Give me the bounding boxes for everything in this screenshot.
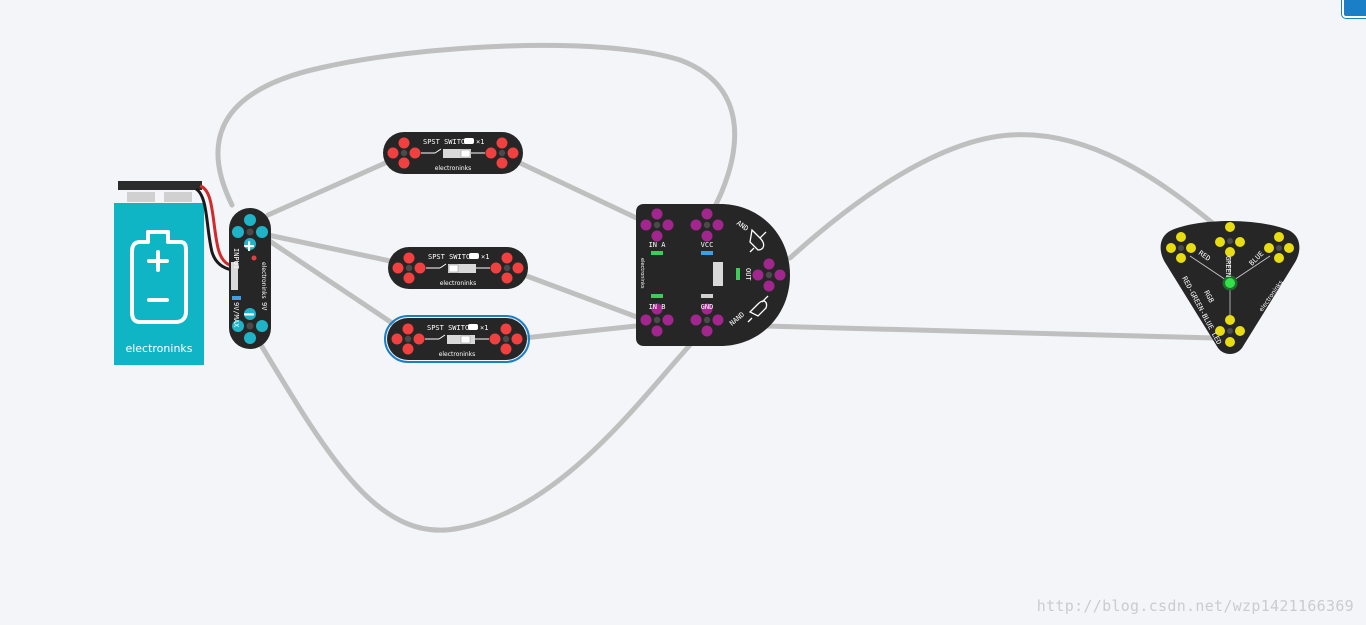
switch-1-count: ×1 — [476, 138, 484, 146]
wire-battery-to-switch-3[interactable] — [265, 237, 398, 328]
gate-indicator-gnd — [701, 294, 713, 298]
battery-module-indicator — [232, 296, 241, 300]
switch-2-toggle-icon — [469, 253, 479, 259]
logic-gate-module[interactable]: IN A VCC IN B GND OUT AND NAND electroni… — [636, 204, 790, 346]
gate-vcc-contacts[interactable] — [690, 208, 724, 242]
battery-module-minus-label: − — [244, 304, 255, 325]
gate-out-contacts[interactable] — [752, 258, 786, 292]
switch-2-toggle[interactable] — [448, 264, 476, 273]
switch-module-3[interactable]: SPST SWITCH ×1 electroninks — [384, 315, 530, 363]
battery-wire-red — [199, 184, 233, 268]
wire-battery-to-switch-2[interactable] — [265, 232, 398, 265]
battery-wire-black — [195, 187, 233, 272]
switch-module-1[interactable]: SPST SWITCH ×1 electroninks — [383, 132, 523, 174]
switch-1-right-contacts[interactable] — [485, 137, 519, 169]
switch-1-toggle[interactable] — [443, 149, 471, 158]
switch-3-right-contacts[interactable] — [489, 323, 523, 355]
battery-brand: electroninks — [125, 342, 192, 355]
led-blue-contacts[interactable] — [1264, 232, 1294, 263]
battery-module-minus-contacts[interactable] — [232, 308, 268, 344]
battery-icon — [130, 230, 188, 324]
switch-3-selection-outline — [384, 315, 530, 363]
and-gate-icon — [749, 228, 767, 253]
gate-in-b-label: IN B — [649, 303, 666, 311]
wire-switch-3-to-gate[interactable] — [521, 322, 648, 341]
battery-module-plus-label: + — [244, 236, 255, 257]
led-green-label: GREEN — [1224, 256, 1232, 277]
led-common-contacts[interactable] — [1215, 315, 1245, 347]
gate-in-b-contacts[interactable] — [640, 303, 674, 337]
led-green-contacts[interactable] — [1215, 222, 1245, 257]
battery-module-brand: electroninks — [260, 262, 267, 299]
gate-in-a-contacts[interactable] — [640, 208, 674, 242]
wires — [215, 42, 1218, 533]
battery-module-led-dot — [251, 255, 257, 261]
battery-module[interactable]: + − INPUT 9V/MAX electroninks 9V — [229, 208, 271, 349]
battery-terminal-right — [164, 192, 192, 202]
battery-module-plus-contacts[interactable] — [232, 214, 268, 250]
switch-3-toggle-icon — [468, 324, 478, 330]
wire-battery-to-gate-vcc-loop[interactable] — [215, 42, 738, 215]
nand-gate-icon — [747, 295, 769, 323]
gate-brand: electroninks — [639, 258, 645, 289]
gate-vcc-label: VCC — [701, 241, 714, 249]
gate-gnd-label: GND — [701, 303, 714, 311]
switch-3-left-contacts[interactable] — [391, 323, 425, 355]
gate-indicator-vcc — [701, 251, 713, 255]
rgb-led-module[interactable]: RED GREEN BLUE RED-GREEN-BLUE LED RGB el… — [1160, 221, 1300, 354]
battery-body — [114, 203, 204, 365]
battery-cap — [118, 181, 202, 190]
wire-switch-2-to-gate[interactable] — [521, 272, 648, 323]
switch-2-brand: electroninks — [440, 280, 477, 287]
wire-gate-to-led-top[interactable] — [787, 132, 1218, 261]
gate-in-a-label: IN A — [649, 241, 667, 249]
switch-1-label: SPST SWITCH — [423, 138, 469, 146]
battery-module-side-top: INPUT — [232, 248, 240, 270]
battery-module-switch[interactable] — [231, 262, 238, 290]
switch-module-2[interactable]: SPST SWITCH ×1 electroninks — [388, 247, 528, 289]
wire-switch-1-to-gate[interactable] — [517, 160, 648, 225]
switch-1-brand: electroninks — [435, 165, 472, 172]
wire-battery-to-switch-1[interactable] — [265, 157, 395, 218]
gate-out-label: OUT — [744, 268, 752, 281]
gate-indicator-out — [736, 268, 740, 280]
corner-panel-button[interactable] — [1342, 0, 1366, 18]
gate-mode-switch[interactable] — [713, 262, 723, 286]
rgb-led-light — [1225, 278, 1235, 288]
switch-3-label: SPST SWITCH — [427, 324, 473, 332]
battery-module-side-bottom: 9V/MAX — [232, 302, 240, 328]
battery-module-voltage: 9V — [260, 302, 268, 311]
switch-3-count: ×1 — [480, 324, 488, 332]
gate-indicator-in-a — [651, 251, 663, 255]
switch-1-toggle-icon — [464, 138, 474, 144]
wire-battery-to-gate-gnd-loop[interactable] — [255, 337, 693, 533]
led-red-contacts[interactable] — [1166, 232, 1196, 263]
wire-gate-to-led-bottom[interactable] — [762, 323, 1218, 341]
switch-2-label: SPST SWITCH — [428, 253, 474, 261]
battery-terminal-left — [127, 192, 155, 202]
gate-gnd-contacts[interactable] — [690, 303, 724, 337]
watermark: http://blog.csdn.net/wzp1421166369 — [1036, 597, 1354, 615]
gate-indicator-in-b — [651, 294, 663, 298]
switch-2-right-contacts[interactable] — [490, 252, 524, 284]
switch-2-left-contacts[interactable] — [392, 252, 426, 284]
switch-2-count: ×1 — [481, 253, 489, 261]
switch-1-left-contacts[interactable] — [387, 137, 421, 169]
battery[interactable]: electroninks — [114, 181, 233, 365]
switch-3-brand: electroninks — [439, 351, 476, 358]
